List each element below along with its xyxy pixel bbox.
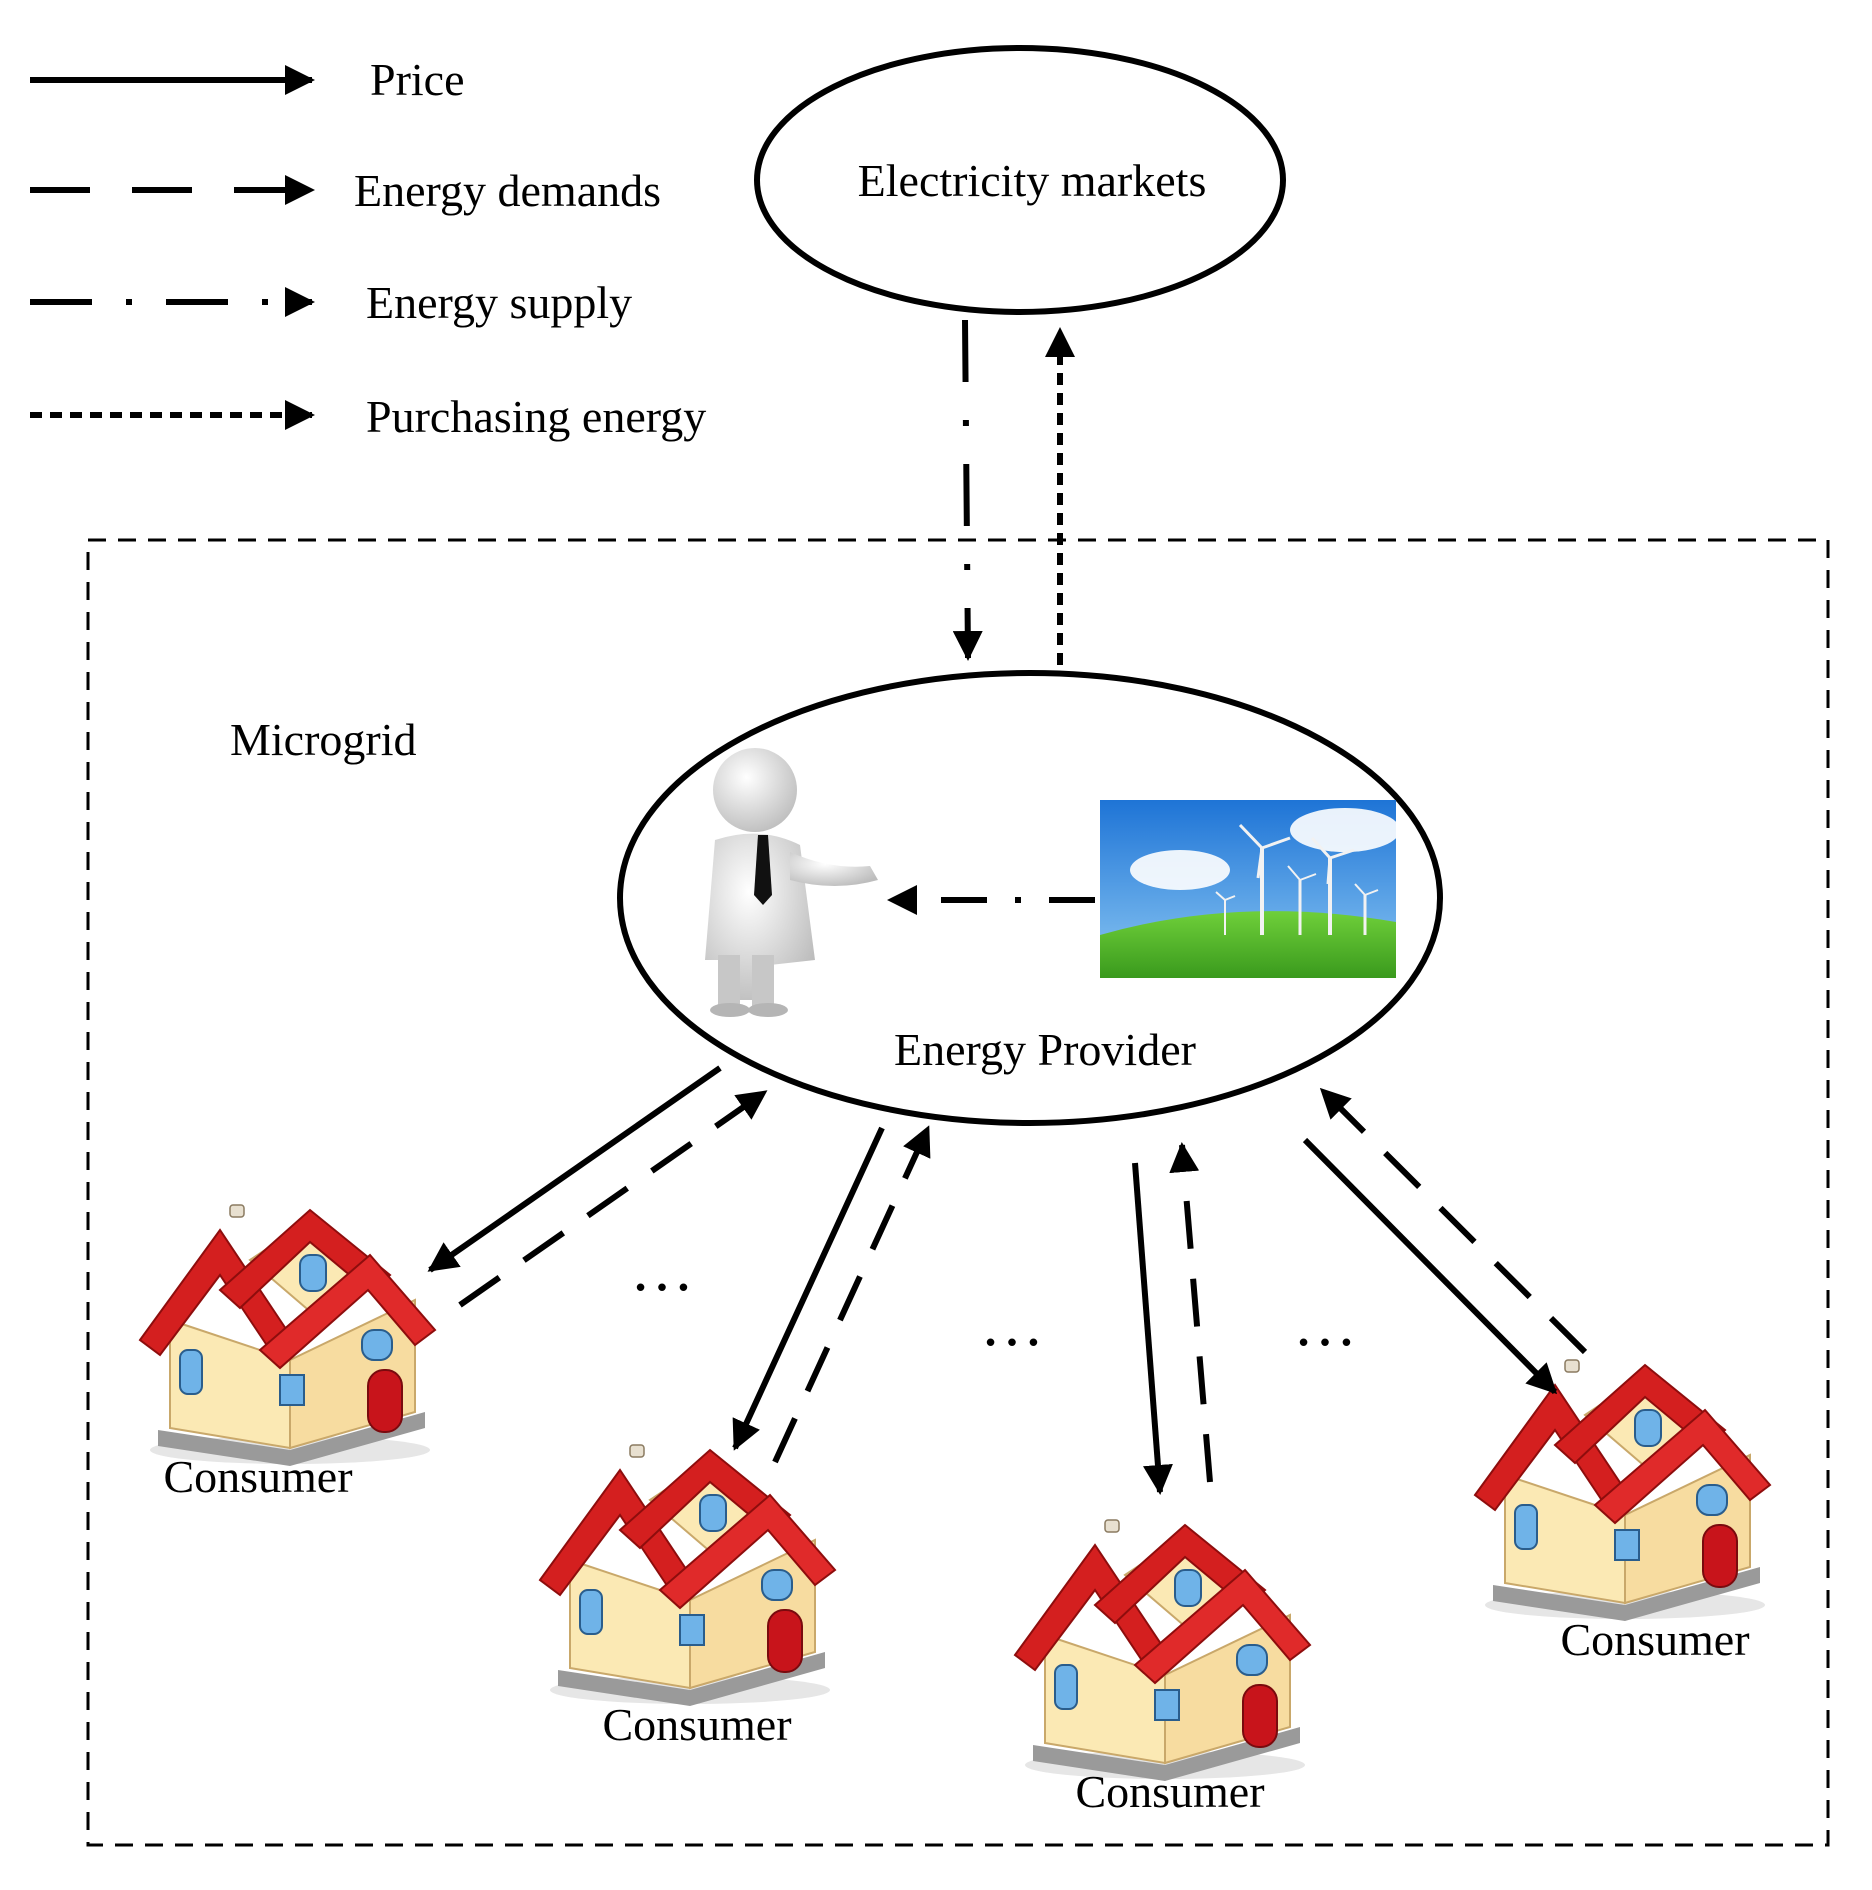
legend-demand-label: Energy demands xyxy=(354,165,661,216)
demand-arrow-from-consumer-3 xyxy=(1169,1142,1213,1483)
microgrid-label: Microgrid xyxy=(230,714,417,765)
price-arrow-to-consumer-2 xyxy=(732,1126,885,1451)
demand-arrow-from-consumer-1 xyxy=(458,1089,768,1308)
businessman-icon xyxy=(705,748,878,1017)
demand-arrow-from-consumer-4 xyxy=(1319,1087,1588,1355)
consumer-4-label: Consumer xyxy=(1560,1614,1749,1665)
market-label: Electricity markets xyxy=(858,155,1207,206)
demand-arrow-from-consumer-2 xyxy=(772,1125,931,1464)
price-arrow-to-consumer-1 xyxy=(427,1065,722,1273)
consumer-1-house-icon xyxy=(139,1204,436,1467)
ellipsis-3: … xyxy=(1293,1288,1357,1359)
provider-label: Energy Provider xyxy=(894,1024,1196,1075)
consumer-2-label: Consumer xyxy=(602,1699,791,1750)
consumer-2-house-icon xyxy=(539,1444,836,1707)
price-arrow-to-consumer-3 xyxy=(1132,1162,1173,1495)
legend-supply-label: Energy supply xyxy=(366,277,632,328)
wind-farm-icon xyxy=(1100,800,1400,978)
ellipsis-1: … xyxy=(630,1233,694,1304)
supply-arrow-market-to-provider xyxy=(952,319,983,661)
legend-price-label: Price xyxy=(370,54,465,105)
microgrid-boundary xyxy=(86,538,1830,1847)
legend-purchase-label: Purchasing energy xyxy=(366,391,706,442)
legend: Price Energy demands Energy supply Purch… xyxy=(30,54,706,442)
ellipsis-2: … xyxy=(980,1288,1044,1359)
consumer-3-house-icon xyxy=(1014,1519,1311,1782)
consumer-3-label: Consumer xyxy=(1075,1766,1264,1817)
provider-node xyxy=(617,670,1443,1126)
price-arrow-to-consumer-4 xyxy=(1302,1137,1558,1395)
consumer-1-label: Consumer xyxy=(163,1451,352,1502)
consumer-4-house-icon xyxy=(1474,1359,1771,1622)
market-node xyxy=(754,45,1286,315)
